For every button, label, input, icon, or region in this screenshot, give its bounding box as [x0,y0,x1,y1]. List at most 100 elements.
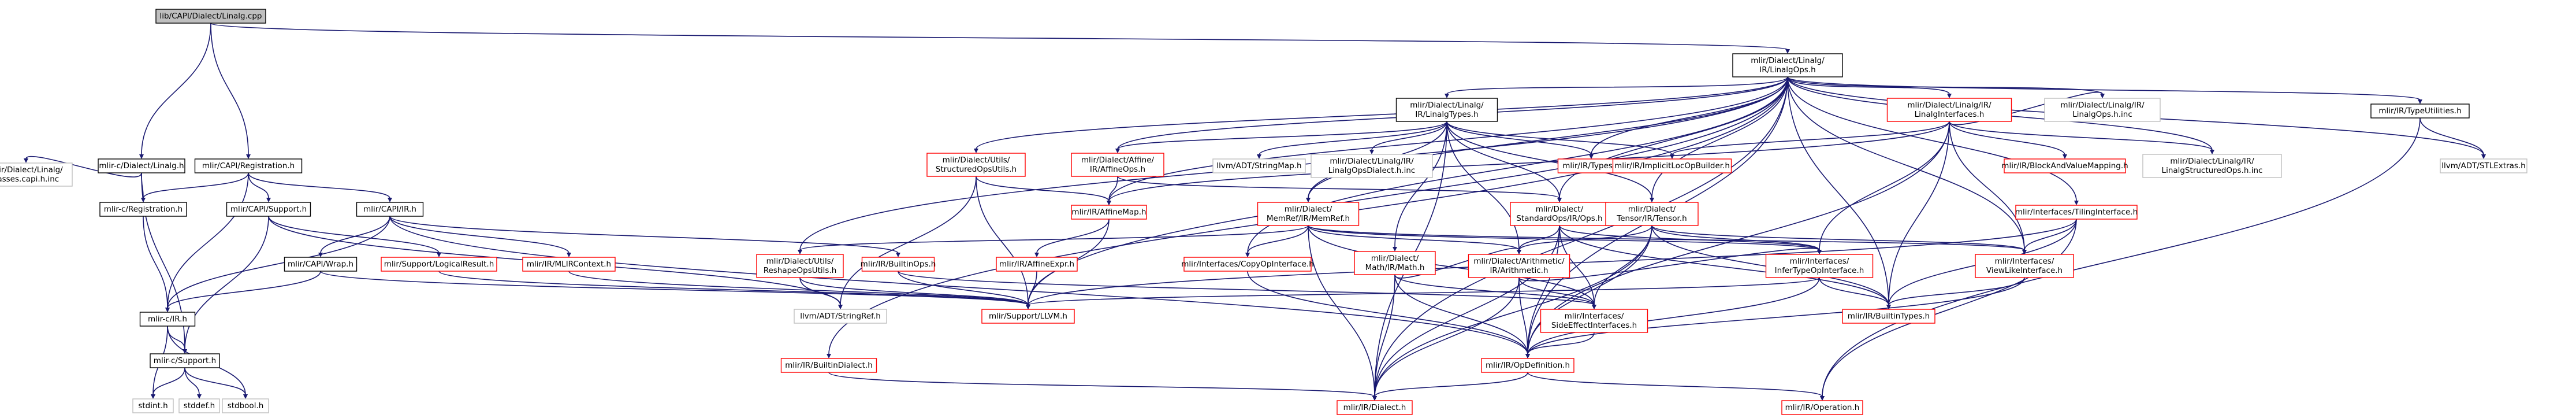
node-copyopinterface[interactable]: mlir/Interfaces/CopyOpInterface.h [1181,257,1314,272]
node-stddef[interactable]: stddef.h [178,398,220,413]
node-memref[interactable]: mlir/Dialect/MemRef/IR/MemRef.h [1257,202,1360,226]
node-capiwrap[interactable]: mlir/CAPI/Wrap.h [284,257,358,272]
node-stdint[interactable]: stdint.h [132,398,174,413]
node-viewlike[interactable]: mlir/Interfaces/ViewLikeInterface.h [1975,254,2074,278]
node-linalgopsinc[interactable]: mlir/Dialect/Linalg/IR/LinalgOps.h.inc [2044,98,2161,122]
edge-arrowhead [1820,396,1825,401]
node-linalgtypes[interactable]: mlir/Dialect/Linalg/IR/LinalgTypes.h [1395,98,1498,122]
node-label: MemRef/IR/MemRef.h [1267,214,1350,223]
edge-arrowhead [974,149,978,153]
node-affineexpr[interactable]: mlir/IR/AffineExpr.h [996,257,1078,272]
node-infertype[interactable]: mlir/Interfaces/InferTypeOpInterface.h [1765,254,1874,278]
node-label: stdint.h [138,401,167,410]
node-stlextras[interactable]: llvm/ADT/STLExtras.h [2440,158,2527,173]
edge-arithmetic-to-infertype [1518,247,1820,282]
node-reshapeopsutils[interactable]: mlir/Dialect/Utils/ReshapeOpsUtils.h [756,254,844,278]
edge-structuredopsutils-to-stringref [840,176,977,306]
node-linalginterfaces[interactable]: mlir/Dialect/Linalg/IR/LinalgInterfaces.… [1886,98,2012,122]
node-blockandvalue[interactable]: mlir/IR/BlockAndValueMapping.h [2001,158,2128,173]
node-logicalresult[interactable]: mlir/Support/LogicalResult.h [381,257,497,272]
edge-csupport-to-stddef [184,367,200,395]
node-creg[interactable]: mlir-c/Registration.h [99,202,187,217]
edge-tensor-to-infertype [1651,225,1820,251]
node-arithmetic[interactable]: mlir/Dialect/Arithmetic/IR/Arithmetic.h [1468,254,1570,278]
node-stdbool[interactable]: stdbool.h [222,398,269,413]
edge-arrowhead [1592,305,1596,309]
edge-mathir-to-opdefinition [1394,274,1528,355]
node-box [2440,158,2527,173]
node-implicitloc[interactable]: mlir/IR/ImplicitLocOpBuilder.h [1612,158,1732,173]
node-capireg[interactable]: mlir/CAPI/Registration.h [194,158,303,173]
node-stringref[interactable]: llvm/ADT/StringRef.h [794,309,887,324]
node-box [1395,98,1498,122]
node-operation[interactable]: mlir/IR/Operation.h [1781,400,1863,415]
node-label: mlir/IR/Types.h [1562,161,1620,171]
node-label: lib/CAPI/Dialect/Linalg.cpp [160,12,262,21]
node-box [1212,158,1306,173]
edge-memref-to-viewlike [1308,225,2025,251]
edge-arrowhead [197,394,202,399]
edge-arrowhead [243,394,248,399]
edge-infertype-to-builtintypes [1819,277,1889,306]
edge-reshapeopsutils-to-supportllvm [799,277,1029,306]
node-cir[interactable]: mlir-c/IR.h [139,312,196,327]
node-linalgstructuredinc[interactable]: mlir/Dialect/Linalg/IR/LinalgStructuredO… [2142,154,2282,178]
edge-linalgops-to-linalgopsinc [1787,76,2103,95]
node-label: mlir-c/Support.h [154,356,216,365]
edge-linalgops-to-linalginterfaces [1787,76,1950,95]
node-builtindialect[interactable]: mlir/IR/BuiltinDialect.h [780,358,877,373]
node-clinalg[interactable]: mlir-c/Dialect/Linalg.h [98,158,185,173]
edge-linalgtypes-to-irtypes [1446,121,1592,156]
node-affineops[interactable]: mlir/Dialect/Affine/IR/AffineOps.h [1071,153,1164,177]
edge-tensor-to-viewlike [1651,225,2025,251]
node-passescapi[interactable]: mlir/Dialect/Linalg/Passes.capi.h.inc [0,162,73,187]
node-linalgops[interactable]: mlir/Dialect/Linalg/IR/LinalgOps.h [1732,53,1843,77]
node-supportllvm[interactable]: mlir/Support/LLVM.h [981,309,1075,324]
node-box [2370,103,2470,119]
node-stringmap[interactable]: llvm/ADT/StringMap.h [1212,158,1306,173]
edge-arrowhead [1557,198,1562,202]
node-structuredopsutils[interactable]: mlir/Dialect/Utils/StructuredOpsUtils.h [926,153,1026,177]
node-label: mlir-c/Dialect/Linalg.h [99,161,184,171]
node-typeutilities[interactable]: mlir/IR/TypeUtilities.h [2370,103,2470,119]
node-root[interactable]: lib/CAPI/Dialect/Linalg.cpp [155,9,266,24]
edge-capireg-to-creg [143,172,249,199]
node-standardops[interactable]: mlir/Dialect/StandardOps/IR/Ops.h [1510,202,1609,226]
node-builtintypes[interactable]: mlir/IR/BuiltinTypes.h [1842,309,1935,324]
node-box [1510,202,1609,226]
node-mlircontext[interactable]: mlir/IR/MLIRContext.h [522,257,616,272]
node-mathir[interactable]: mlir/Dialect/Math/IR/Math.h [1354,251,1436,275]
node-box [356,202,424,217]
node-dialect[interactable]: mlir/IR/Dialect.h [1337,400,1413,415]
node-sideeffect[interactable]: mlir/Interfaces/SideEffectInterfaces.h [1540,309,1648,333]
edge-memref-to-sideeffect [1308,225,1595,306]
node-builtinops[interactable]: mlir/IR/BuiltinOps.h [861,257,936,272]
edge-logicalresult-to-supportllvm [438,271,1029,306]
node-box [1765,254,1874,278]
node-csupport[interactable]: mlir-c/Support.h [150,353,220,368]
edge-arrowhead [1115,149,1120,153]
edge-memref-to-copyopinterface [1247,225,1309,254]
edge-affinemap-to-affineexpr [1036,219,1110,254]
node-tensor[interactable]: mlir/Dialect/Tensor/IR/Tensor.h [1605,202,1699,226]
node-capisupport[interactable]: mlir/CAPI/Support.h [226,202,311,217]
edge-builtinops-to-supportllvm [898,271,1029,306]
edge-linalginterfaces-to-linalgopsinc [1949,91,2103,125]
node-label: mlir/Dialect/Arithmetic/ [1473,257,1565,266]
edge-arrowhead [1445,94,1449,98]
node-label: LinalgStructuredOps.h.inc [2162,166,2263,175]
node-linalgopsdialect[interactable]: mlir/Dialect/Linalg/IR/LinalgOpsDialect.… [1311,154,1433,178]
node-label: mlir/IR/BuiltinOps.h [861,260,936,269]
node-affinemap[interactable]: mlir/IR/AffineMap.h [1071,205,1147,220]
node-capiir[interactable]: mlir/CAPI/IR.h [356,202,424,217]
node-box [1886,98,2012,122]
edge-root-to-capireg [210,23,249,156]
edge-capiir-to-builtinops [389,216,899,254]
edge-arrowhead [437,253,441,257]
edge-arrowhead [1785,49,1790,54]
node-opdefinition[interactable]: mlir/IR/OpDefinition.h [1481,358,1574,373]
node-label: mlir/Dialect/Utils/ [766,257,834,266]
node-tilinginterface[interactable]: mlir/Interfaces/TilingInterface.h [2015,205,2138,220]
node-label: mlir/Interfaces/ [1790,257,1849,266]
edge-mathir-to-dialect [1374,274,1395,397]
